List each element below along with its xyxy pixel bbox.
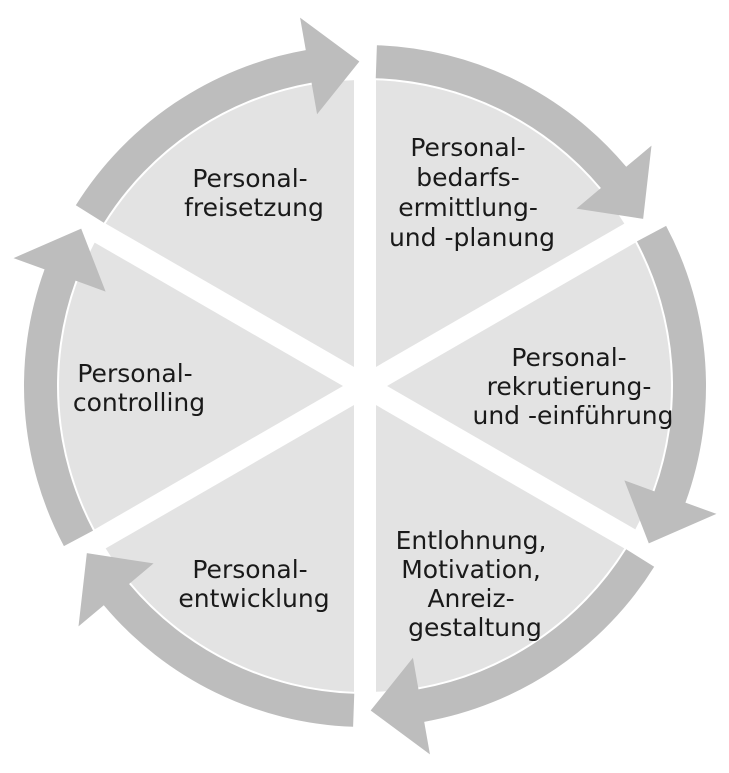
arrow-control: [13, 228, 106, 547]
wedge-frei: [100, 80, 365, 386]
arrow-frei: [75, 17, 360, 223]
separator-line: [359, 376, 701, 587]
separator-line: [29, 376, 371, 587]
arrow-rekrut: [624, 225, 717, 544]
cycle-wedges: [29, 5, 701, 767]
arrow-bedarf: [375, 45, 652, 219]
segment-label-frei: Personal- freisetzung: [184, 164, 324, 222]
segment-label-rekrut: Personal- rekrutierung- und -einführung: [472, 343, 673, 430]
wedge-lohn: [365, 386, 630, 692]
wedge-control: [59, 233, 365, 539]
separator-line: [359, 185, 701, 396]
wedge-rekrut: [365, 233, 671, 539]
segment-label-entw: Personal- entwicklung: [178, 555, 329, 613]
wedge-bedarf: [365, 80, 630, 386]
segment-label-lohn: Entlohnung, Motivation, Anreiz- gestaltu…: [396, 526, 555, 642]
wedge-entw: [100, 386, 365, 692]
segment-label-control: Personal- controlling: [73, 359, 205, 417]
cycle-arrows: [13, 17, 717, 755]
cycle-labels: Personal- bedarfs- ermittlung- und -plan…: [73, 133, 674, 642]
segment-label-bedarf: Personal- bedarfs- ermittlung- und -plan…: [389, 133, 555, 252]
separator-line: [29, 185, 371, 396]
arrow-lohn: [370, 549, 655, 755]
arrow-entw: [78, 553, 355, 727]
